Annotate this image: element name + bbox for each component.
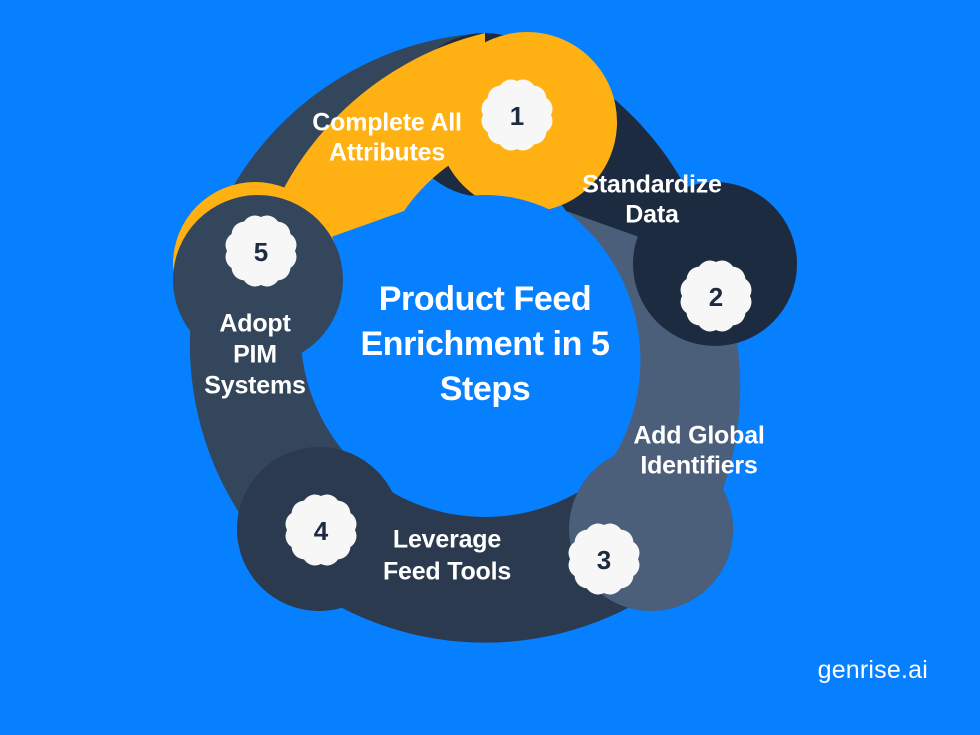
step-badge-3[interactable]: 3 (568, 523, 640, 595)
segment-5-label-line-2: PIM (233, 341, 277, 369)
segment-4-label-line-1: Leverage (393, 526, 501, 554)
step-badge-4[interactable]: 4 (285, 494, 357, 566)
badge-scallop-icon (225, 215, 297, 287)
segment-4-label-line-2: Feed Tools (383, 558, 511, 586)
segment-5-band (189, 33, 485, 579)
segment-5-label: Adopt PIM Systems (204, 310, 306, 400)
step-badge-5[interactable]: 5 (225, 215, 297, 287)
segment-3-label: Add Global Identifiers (633, 422, 765, 480)
badge-scallop-icon (680, 260, 752, 332)
step-badge-2-number: 2 (709, 282, 723, 312)
segment-1-label-line-1: Complete All (312, 109, 461, 137)
step-badge-1-number: 1 (510, 101, 524, 131)
segment-2-label-line-2: Data (625, 201, 680, 229)
segment-2-label: Standardize Data (582, 171, 722, 229)
center-title-line-2: Enrichment in 5 (360, 325, 609, 363)
step-badge-1[interactable]: 1 (481, 79, 553, 151)
center-title: Product Feed Enrichment in 5 Steps (360, 280, 609, 408)
segment-5-label-line-3: Systems (204, 372, 305, 400)
step-badge-4-number: 4 (314, 516, 329, 546)
watermark-genrise: genrise.ai (817, 656, 928, 684)
segment-3-label-line-1: Add Global (633, 422, 764, 450)
step-badge-5-number: 5 (254, 237, 268, 267)
segment-1-label: Complete All Attributes (312, 109, 462, 167)
badge-scallop-icon (481, 79, 553, 151)
step-badge-2[interactable]: 2 (680, 260, 752, 332)
segment-5-label-line-1: Adopt (219, 310, 291, 338)
segment-1-label-line-2: Attributes (329, 139, 445, 167)
center-title-line-1: Product Feed (379, 280, 591, 318)
segment-2-label-line-1: Standardize (582, 171, 722, 199)
center-hub (335, 195, 635, 495)
center-title-line-3: Steps (440, 370, 531, 408)
step-badge-3-number: 3 (597, 545, 611, 575)
segment-4-label: Leverage Feed Tools (383, 526, 511, 586)
badge-scallop-icon (568, 523, 640, 595)
segment-3-label-line-2: Identifiers (640, 452, 757, 480)
badge-scallop-icon (285, 494, 357, 566)
